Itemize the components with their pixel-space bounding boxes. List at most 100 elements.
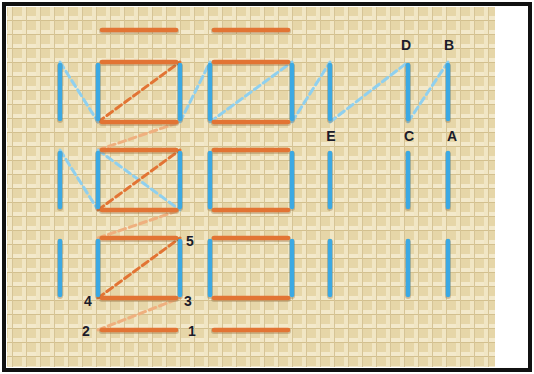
thread-stitch — [446, 153, 451, 207]
callout-number: 5 — [185, 234, 195, 248]
thread-stitch — [58, 65, 63, 119]
thread-stitch — [406, 65, 411, 119]
stitch-shadow — [405, 154, 411, 208]
thread-stitch — [290, 241, 295, 295]
stitch-shadow — [102, 28, 176, 34]
thread-stitch — [102, 28, 176, 33]
thread-stitch — [214, 60, 288, 65]
stitch-shadow — [289, 154, 295, 208]
callout-number: 4 — [83, 294, 93, 308]
back-stitch-path — [98, 238, 180, 298]
back-stitch-path — [60, 62, 98, 122]
callout-letter: B — [443, 38, 455, 52]
stitch-shadow — [445, 66, 451, 120]
stitch-shadow — [57, 66, 63, 120]
thread-stitch — [214, 148, 288, 153]
frame — [4, 4, 530, 370]
thread-stitch — [214, 328, 288, 333]
back-stitch-path — [98, 298, 180, 330]
stitch-shadow — [102, 60, 176, 66]
stitch-shadow — [327, 242, 333, 296]
back-stitch-path — [210, 62, 292, 122]
thread-stitch — [208, 153, 213, 207]
stitch-shadow — [405, 242, 411, 296]
thread-stitch — [58, 241, 63, 295]
stitch-shadow — [57, 242, 63, 296]
thread-stitch — [214, 236, 288, 241]
back-stitch-path — [408, 62, 448, 122]
stitch-shadow — [289, 66, 295, 120]
thread-stitch — [406, 241, 411, 295]
thread-stitch — [102, 236, 176, 241]
thread-stitch — [102, 148, 176, 153]
thread-stitch — [178, 153, 183, 207]
callout-letter: C — [403, 129, 415, 143]
stitch-shadow — [214, 148, 288, 154]
thread-stitch — [214, 208, 288, 213]
stitch-shadow — [95, 242, 101, 296]
back-stitch-path — [330, 62, 408, 122]
callout-number: 3 — [183, 294, 193, 308]
thread-stitch — [102, 60, 176, 65]
thread-stitch — [328, 65, 333, 119]
back-stitch-path — [98, 210, 180, 238]
thread-stitch — [178, 65, 183, 119]
thread-stitch — [328, 153, 333, 207]
thread-stitch — [214, 296, 288, 301]
back-stitch-path — [98, 62, 180, 122]
thread-stitch — [208, 65, 213, 119]
thread-stitch — [208, 241, 213, 295]
stitch-shadow — [102, 296, 176, 302]
stitch-shadow — [327, 154, 333, 208]
thread-stitch — [102, 208, 176, 213]
back-stitch-path — [98, 150, 180, 210]
thread-stitch — [58, 153, 63, 207]
stitch-shadow — [214, 328, 288, 334]
canvas-ground — [7, 7, 495, 367]
stitch-shadow — [289, 242, 295, 296]
stitch-shadow — [102, 236, 176, 242]
stitch-shadow — [102, 208, 176, 214]
stitch-shadow — [57, 154, 63, 208]
stitch-shadow — [445, 242, 451, 296]
stitch-shadow — [95, 154, 101, 208]
thread-stitch — [102, 328, 176, 333]
back-stitch-path — [180, 62, 210, 122]
stitch-shadow — [95, 66, 101, 120]
stitch-shadow — [207, 66, 213, 120]
thread-stitch — [406, 153, 411, 207]
stitch-shadow — [177, 154, 183, 208]
stitch-shadow — [214, 296, 288, 302]
stitch-shadow — [214, 120, 288, 126]
thread-stitch — [214, 120, 288, 125]
stitch-shadow — [207, 154, 213, 208]
stitch-shadow — [207, 242, 213, 296]
thread-stitch — [96, 241, 101, 295]
callout-letter: A — [446, 129, 458, 143]
callout-number: 2 — [81, 324, 91, 338]
thread-stitch — [178, 241, 183, 295]
stitch-shadow — [214, 208, 288, 214]
stitch-shadow — [214, 28, 288, 34]
thread-stitch — [328, 241, 333, 295]
thread-stitch — [446, 65, 451, 119]
thread-stitch — [214, 28, 288, 33]
stitch-shadow — [177, 66, 183, 120]
stitch-shadow — [405, 66, 411, 120]
stitch-shadow — [102, 148, 176, 154]
stitch-shadow — [445, 154, 451, 208]
thread-stitch — [102, 120, 176, 125]
back-stitch-path — [98, 150, 180, 210]
stitch-shadow — [102, 120, 176, 126]
stitch-shadow — [327, 66, 333, 120]
back-stitch-path — [98, 122, 180, 150]
back-stitch-path — [60, 150, 98, 210]
thread-stitch — [96, 65, 101, 119]
back-stitch-path — [292, 62, 330, 122]
thread-stitch — [446, 241, 451, 295]
callout-letter: D — [400, 38, 412, 52]
thread-stitch — [290, 153, 295, 207]
stitch-shadow — [214, 236, 288, 242]
